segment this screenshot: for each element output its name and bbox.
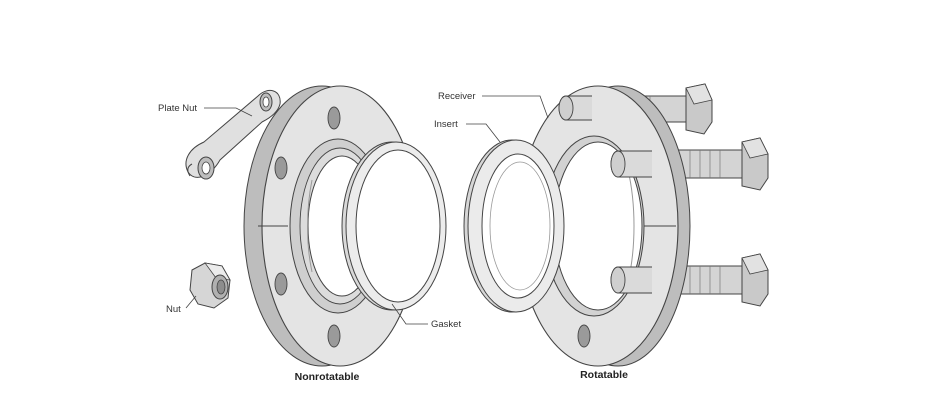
label-receiver: Receiver — [438, 91, 476, 102]
label-insert: Insert — [434, 119, 458, 130]
hex-nut-part — [189, 262, 231, 309]
caption-nonrotatable: Nonrotatable — [295, 371, 360, 383]
leader-lines — [185, 95, 549, 325]
rotatable-flange — [516, 83, 769, 367]
label-plate-nut: Plate Nut — [158, 103, 197, 114]
label-gasket: Gasket — [431, 319, 461, 330]
label-nut: Nut — [166, 304, 181, 315]
plate-nut-part — [185, 89, 281, 180]
insert-part — [463, 139, 565, 313]
caption-rotatable: Rotatable — [580, 369, 628, 381]
gasket-part — [341, 141, 447, 311]
